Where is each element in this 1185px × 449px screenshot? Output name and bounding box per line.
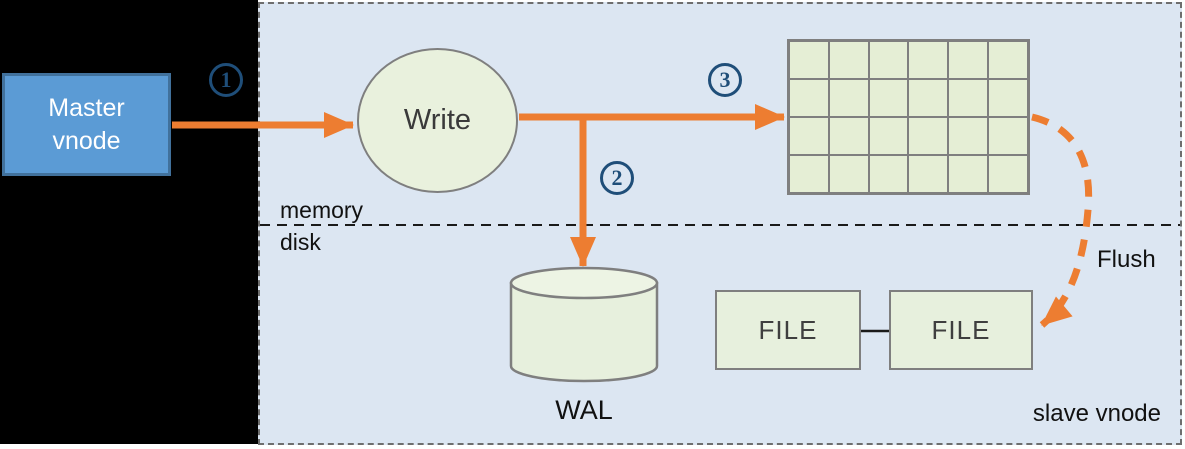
file-box-1-label: FILE — [758, 314, 818, 345]
memtable-cell — [908, 41, 949, 79]
master-vnode-label-line2: vnode — [52, 126, 121, 155]
master-vnode-label-line1: Master — [48, 94, 125, 122]
step-2-badge: 2 — [600, 161, 634, 195]
memtable-cell — [828, 117, 869, 155]
write-node: Write — [357, 48, 518, 193]
memtable-cell — [868, 155, 909, 193]
file-box-2: FILE — [889, 290, 1033, 370]
memtable-cell — [948, 79, 989, 117]
memtable-cell — [908, 79, 949, 117]
memtable-cell — [988, 117, 1028, 155]
memtable-cell — [948, 41, 989, 79]
memtable-cell — [828, 41, 869, 79]
memtable-grid — [787, 39, 1030, 195]
step-1-badge: 1 — [209, 63, 243, 97]
memtable-cell — [828, 155, 869, 193]
flush-label: Flush — [1097, 246, 1156, 273]
memtable-cell — [868, 117, 909, 155]
memtable-cell — [948, 117, 989, 155]
slave-vnode-label: slave vnode — [1032, 400, 1161, 427]
wal-cylinder-top — [509, 266, 659, 300]
file-box-1: FILE — [715, 290, 861, 370]
memtable-cell — [988, 79, 1028, 117]
master-vnode-box: Master vnode — [2, 73, 171, 176]
memtable-cell — [789, 79, 829, 117]
wal-cylinder — [509, 266, 659, 383]
memtable-cell — [948, 155, 989, 193]
step-3-badge: 3 — [708, 63, 742, 97]
wal-cylinder-body — [509, 281, 659, 383]
memtable-cell — [988, 41, 1028, 79]
write-node-label: Write — [403, 104, 472, 136]
memtable-cell — [789, 155, 829, 193]
memtable-cell — [868, 41, 909, 79]
memtable-cell — [789, 117, 829, 155]
memtable-cell — [908, 155, 949, 193]
memtable-cell — [868, 79, 909, 117]
memory-layer-label: memory — [280, 197, 364, 223]
memtable-cell — [908, 117, 949, 155]
memtable-cell — [789, 41, 829, 79]
disk-layer-label: disk — [280, 229, 321, 255]
file-box-2-label: FILE — [931, 314, 991, 345]
memtable-cell — [988, 155, 1028, 193]
memtable-cell — [828, 79, 869, 117]
wal-label: WAL — [555, 395, 613, 425]
